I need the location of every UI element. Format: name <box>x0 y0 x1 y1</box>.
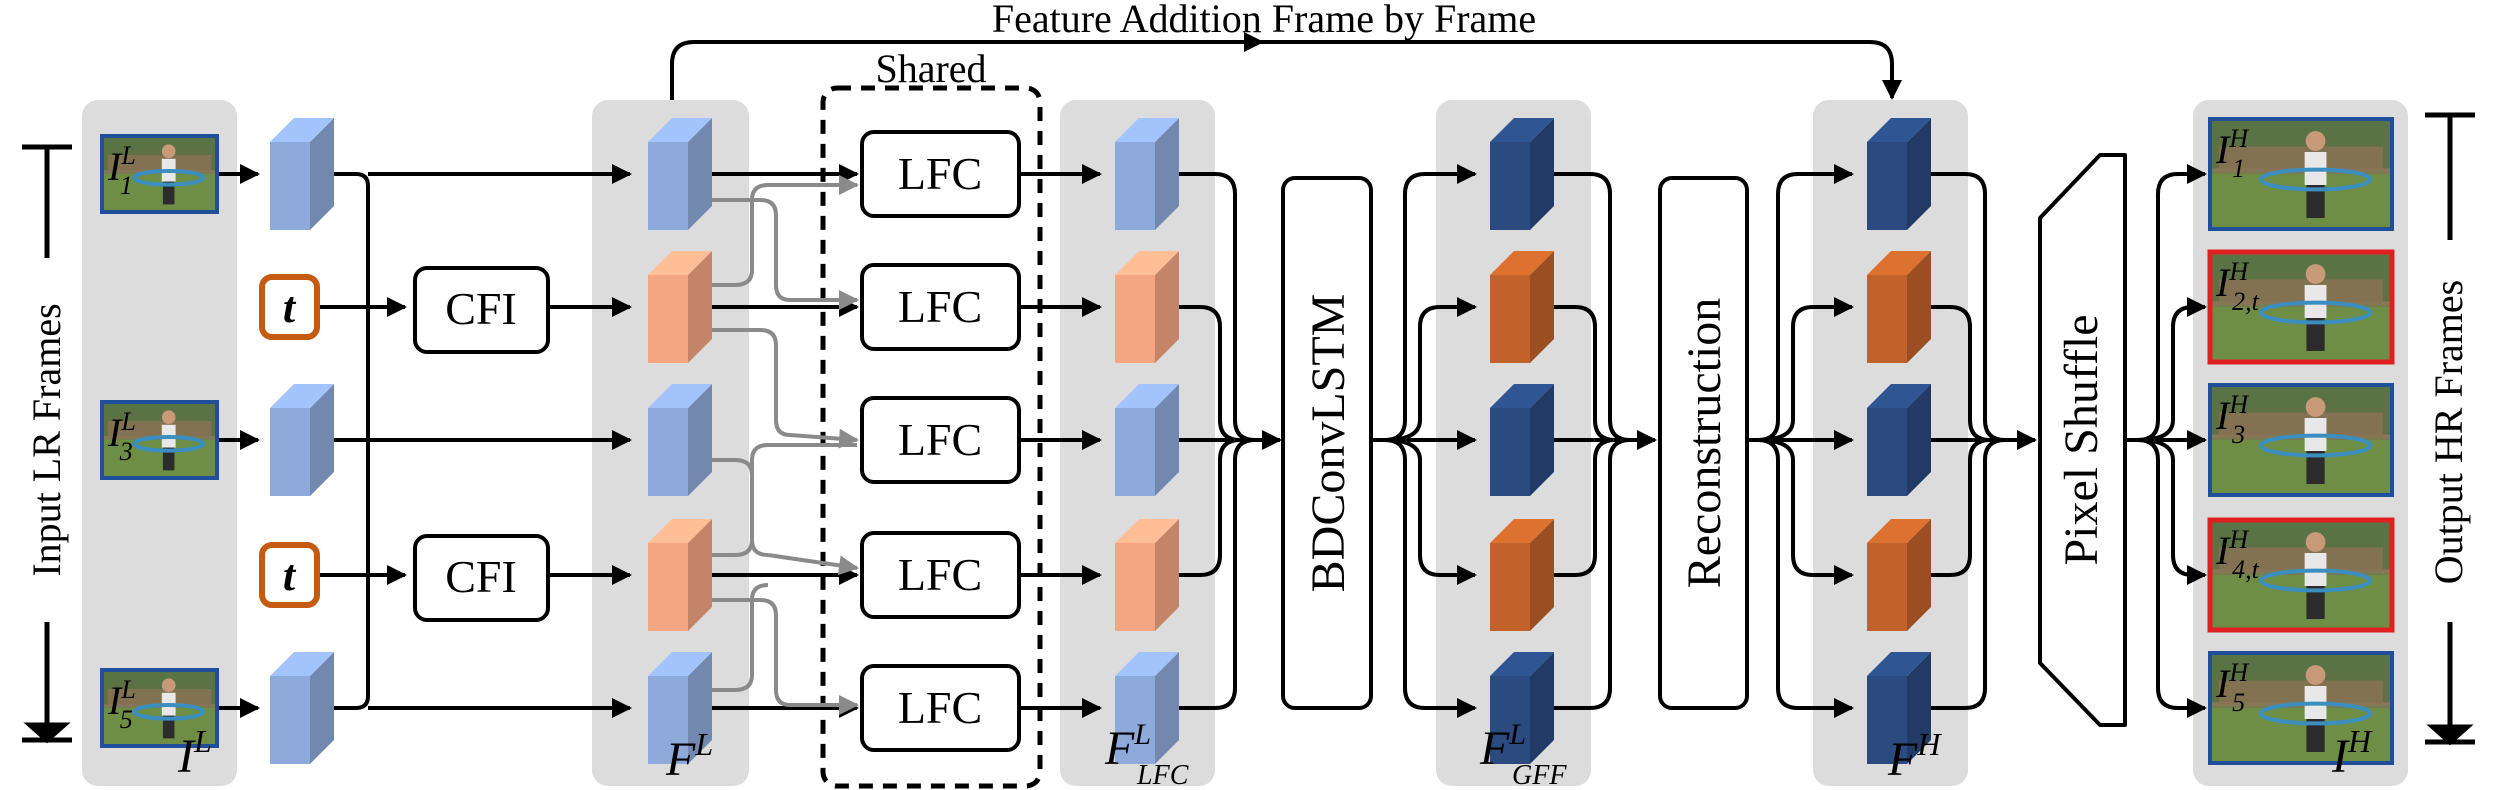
input-feature-block-1 <box>270 118 334 230</box>
t-box-2: t <box>259 542 320 608</box>
feat-h-block-5 <box>1867 652 1931 764</box>
feat-h-block-1 <box>1867 118 1931 230</box>
feat-gff-block-2 <box>1490 251 1554 363</box>
input-feature-block-3 <box>270 652 334 764</box>
cfi-label-1: CFI <box>445 283 517 334</box>
feat-l-block-1 <box>648 118 712 230</box>
feat-l-group-label: FL <box>665 726 713 786</box>
bdconvlstm-label: BDConvLSTM <box>1302 294 1355 593</box>
feat-gff-block-4 <box>1490 519 1554 631</box>
lfc-label-2: LFC <box>898 281 982 332</box>
input-axis <box>22 144 72 744</box>
lfc-label-5: LFC <box>898 682 982 733</box>
input-axis-label: Input LR Frames <box>24 303 69 576</box>
feat-lfc-block-4 <box>1115 519 1179 631</box>
output-axis-label: Output HR Frames <box>2426 280 2471 584</box>
feature-addition-label: Feature Addition Frame by Frame <box>992 0 1536 41</box>
reconstruction-module: Reconstruction <box>1658 176 1749 710</box>
feat-gff-block-3 <box>1490 384 1554 496</box>
t-box-1: t <box>259 274 320 340</box>
feat-h-group-label: FH <box>1887 726 1942 786</box>
feat-gff-block-1 <box>1490 118 1554 230</box>
cfi-label-2: CFI <box>445 551 517 602</box>
input-group-label: IL <box>177 723 212 783</box>
feat-lfc-block-2 <box>1115 251 1179 363</box>
cfi-module-1: CFI <box>413 266 550 354</box>
pixel-shuffle-module: Pixel Shuffle <box>2038 153 2127 727</box>
cfi-module-2: CFI <box>413 534 550 622</box>
feature-blocks <box>270 118 1931 764</box>
feat-lfc-block-3 <box>1115 384 1179 496</box>
feat-lfc-block-1 <box>1115 118 1179 230</box>
pixel-shuffle-label: Pixel Shuffle <box>2055 314 2108 565</box>
feat-l-block-5 <box>648 652 712 764</box>
input-feature-block-2 <box>270 384 334 496</box>
feature-addition-arrow <box>670 32 1902 100</box>
feat-h-block-3 <box>1867 384 1931 496</box>
lfc-label-4: LFC <box>898 549 982 600</box>
feat-l-block-4 <box>648 519 712 631</box>
output-axis <box>2425 112 2475 746</box>
output-group-label: IH <box>2331 723 2373 783</box>
t-symbol-1: t <box>283 283 297 332</box>
lfc-label-1: LFC <box>898 148 982 199</box>
feat-gff-block-5 <box>1490 652 1554 764</box>
feat-h-block-2 <box>1867 251 1931 363</box>
feat-h-block-4 <box>1867 519 1931 631</box>
reconstruction-label: Reconstruction <box>1678 298 1731 589</box>
connections <box>217 164 2207 718</box>
neighbor-connections <box>704 175 859 715</box>
feat-l-block-3 <box>648 384 712 496</box>
shared-label: Shared <box>875 46 986 91</box>
feat-lfc-block-5 <box>1115 652 1179 764</box>
bdconvlstm-module: BDConvLSTM <box>1281 176 1373 710</box>
lfc-modules: LFC LFC LFC LFC LFC <box>860 130 1021 752</box>
lfc-label-3: LFC <box>898 414 982 465</box>
feat-l-block-2 <box>648 251 712 363</box>
t-symbol-2: t <box>283 551 297 600</box>
